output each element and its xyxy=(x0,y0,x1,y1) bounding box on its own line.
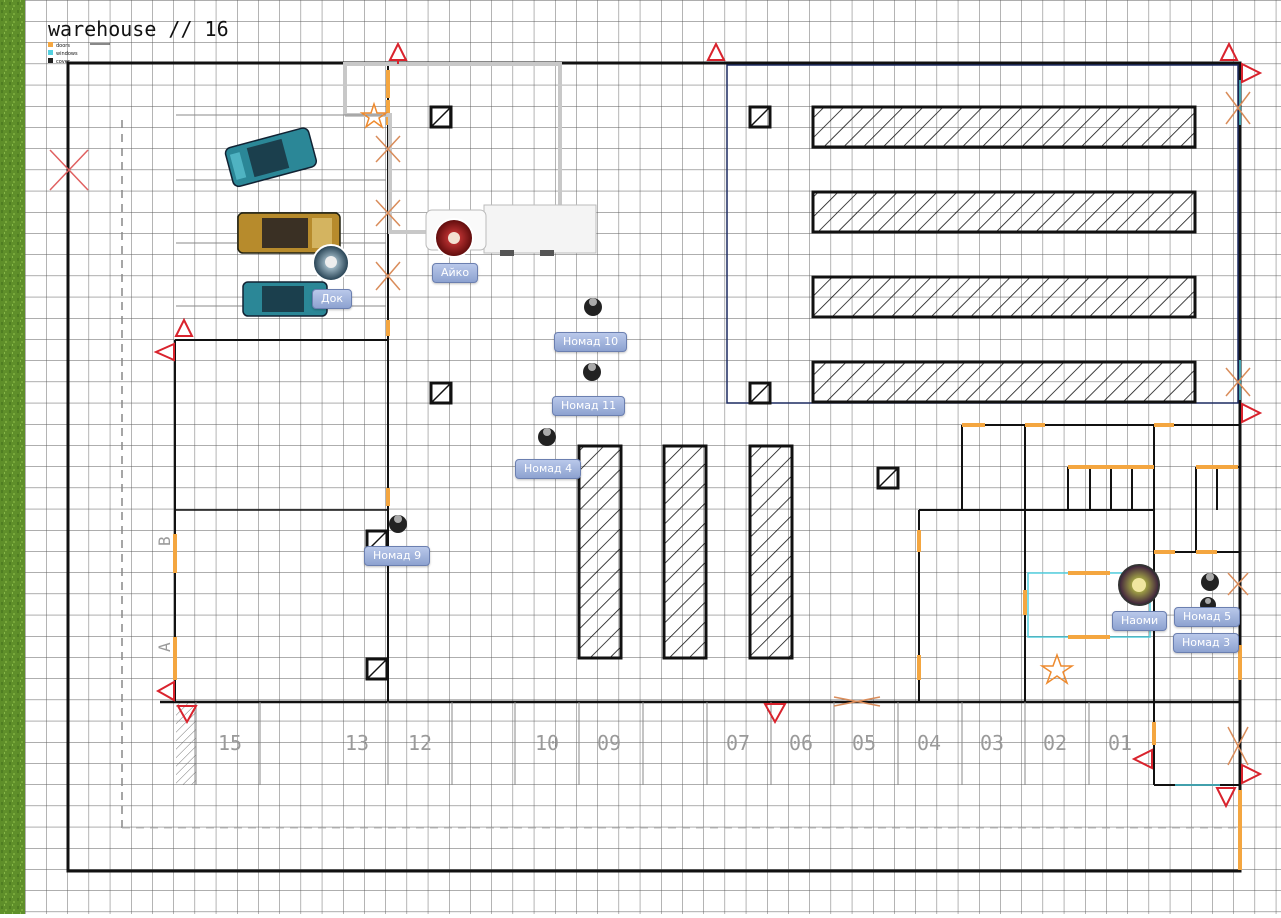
token-nomad-10 xyxy=(584,298,602,316)
bay-label: 03 xyxy=(980,731,1004,755)
token-nomad-4 xyxy=(538,428,556,446)
entry-markers[interactable] xyxy=(153,41,1263,809)
bay-label: 09 xyxy=(597,731,621,755)
wall-letter: A xyxy=(155,642,174,652)
bay-label: 04 xyxy=(917,731,941,755)
bay-label: 01 xyxy=(1108,731,1132,755)
bay-label: 12 xyxy=(408,731,432,755)
star-icon xyxy=(1039,652,1075,685)
light-markers xyxy=(375,91,1251,766)
map-legend: doors windows cover xyxy=(48,42,110,65)
token-label-nomad-10[interactable]: Номад 10 xyxy=(554,332,628,352)
car-teal[interactable] xyxy=(242,281,328,317)
doors[interactable] xyxy=(173,70,1242,870)
token-nomad-11 xyxy=(583,363,601,381)
token-label-dok[interactable]: Док xyxy=(312,289,352,309)
token-label-nomad-5[interactable]: Номад 5 xyxy=(1174,607,1241,627)
token-label-nomad-11[interactable]: Номад 11 xyxy=(552,396,626,416)
token-label-nomad-9[interactable]: Номад 9 xyxy=(364,546,431,566)
legend-cover: cover xyxy=(56,59,71,65)
bay-label: 05 xyxy=(852,731,876,755)
token-aiko[interactable] xyxy=(434,218,474,258)
bay-hatch xyxy=(176,703,196,785)
token-dok[interactable] xyxy=(312,244,350,282)
bay-numbers: 15 13 12 10 09 07 06 05 04 03 02 01 xyxy=(218,731,1132,755)
shelf-rows xyxy=(811,105,1197,404)
car-teal-angled[interactable] xyxy=(224,127,318,188)
token-label-aiko[interactable]: Айко xyxy=(432,263,479,283)
bay-label: 10 xyxy=(535,731,559,755)
grass-strip xyxy=(0,0,25,914)
vertical-racks xyxy=(577,444,794,660)
token-nomad-9 xyxy=(389,515,407,533)
bay-label: 15 xyxy=(218,731,242,755)
wall-letters: B A xyxy=(155,536,174,652)
token-label-naomi[interactable]: Наоми xyxy=(1112,611,1168,631)
bay-label: 02 xyxy=(1043,731,1067,755)
wall-letter: B xyxy=(155,536,174,546)
bay-label: 07 xyxy=(726,731,750,755)
token-label-nomad-3[interactable]: Номад 3 xyxy=(1173,633,1240,653)
token-nomad-5 xyxy=(1201,573,1219,591)
token-naomi[interactable] xyxy=(1118,564,1160,606)
bay-label: 13 xyxy=(345,731,369,755)
token-label-nomad-4[interactable]: Номад 4 xyxy=(515,459,582,479)
objective-stars[interactable] xyxy=(359,101,1075,685)
bay-label: 06 xyxy=(789,731,813,755)
enemy-figures[interactable] xyxy=(389,298,1219,613)
car-yellow[interactable] xyxy=(237,212,341,254)
legend-doors: doors xyxy=(56,43,70,49)
star-icon xyxy=(359,101,389,130)
map-title: warehouse // 16 xyxy=(48,17,229,41)
legend-windows: windows xyxy=(56,51,78,57)
red-cross-marker xyxy=(49,149,89,191)
